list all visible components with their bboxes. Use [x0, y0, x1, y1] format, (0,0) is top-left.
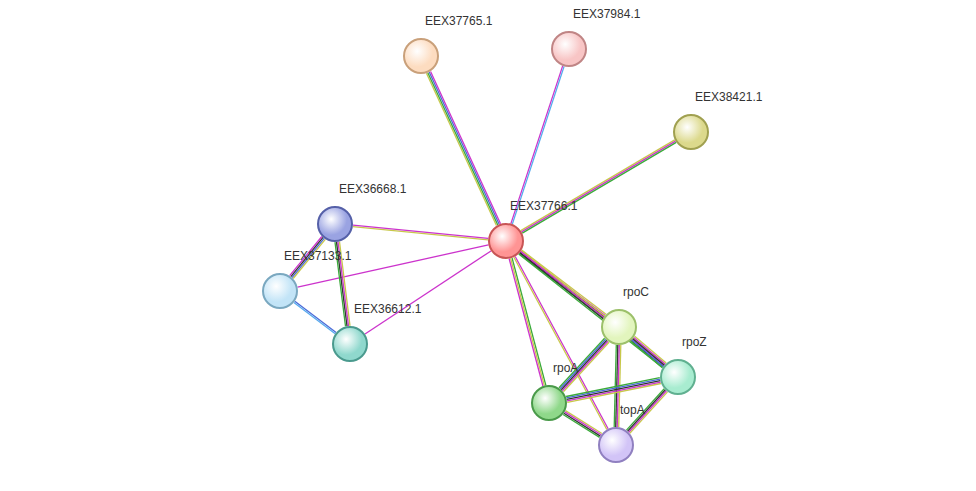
evidence-line: [563, 414, 599, 437]
evidence-line: [429, 72, 499, 224]
evidence-line: [566, 379, 660, 398]
evidence-line: [632, 340, 664, 367]
protein-label: EEX37133.1: [284, 249, 351, 263]
protein-label: EEX37765.1: [425, 14, 492, 28]
interaction-edge: [563, 411, 602, 438]
protein-node: EEX37766.1: [488, 223, 524, 259]
evidence-line: [519, 254, 663, 368]
protein-label: topA: [620, 403, 645, 417]
interaction-edge: [365, 251, 491, 334]
evidence-line: [521, 140, 675, 231]
evidence-line: [566, 378, 660, 397]
evidence-line: [431, 71, 501, 223]
evidence-line: [353, 225, 488, 238]
protein-label: EEX36668.1: [339, 182, 406, 196]
interaction-edge: [426, 71, 500, 225]
evidence-line: [634, 337, 666, 364]
interaction-edge: [631, 336, 666, 367]
evidence-line: [567, 382, 661, 401]
evidence-line: [564, 413, 600, 436]
evidence-line: [514, 257, 607, 429]
evidence-line: [365, 251, 491, 334]
evidence-line: [522, 141, 676, 232]
evidence-line: [565, 412, 601, 435]
evidence-line: [295, 301, 336, 332]
protein-node: EEX36668.1: [317, 206, 353, 242]
interaction-edge: [353, 225, 488, 240]
interaction-edge: [294, 301, 336, 333]
protein-node: EEX36612.1: [332, 326, 368, 362]
protein-label: rpoC: [623, 285, 649, 299]
protein-node: rpoC: [601, 309, 637, 345]
protein-label: rpoA: [553, 361, 578, 375]
evidence-line: [511, 258, 545, 385]
evidence-line: [631, 341, 663, 368]
interaction-edge: [509, 258, 546, 386]
protein-label: EEX38421.1: [695, 90, 762, 104]
evidence-line: [353, 227, 488, 240]
evidence-line: [565, 411, 601, 434]
protein-node: rpoA: [531, 385, 567, 421]
evidence-line: [294, 302, 335, 333]
interaction-edge: [521, 140, 677, 233]
protein-label: EEX37984.1: [573, 7, 640, 21]
evidence-line: [633, 339, 665, 366]
protein-node: EEX37133.1: [262, 273, 298, 309]
protein-node: rpoZ: [660, 359, 696, 395]
protein-label: EEX36612.1: [354, 302, 421, 316]
evidence-line: [515, 256, 608, 428]
interaction-edge: [514, 256, 608, 429]
evidence-line: [512, 258, 546, 385]
protein-node: EEX38421.1: [673, 114, 709, 150]
protein-node: EEX37765.1: [403, 38, 439, 74]
evidence-line: [428, 73, 498, 225]
protein-label: rpoZ: [682, 335, 707, 349]
evidence-line: [426, 73, 496, 225]
evidence-line: [635, 336, 667, 363]
protein-label: EEX37766.1: [510, 199, 577, 213]
interaction-edge: [519, 250, 666, 367]
evidence-line: [522, 142, 676, 233]
evidence-line: [520, 253, 664, 367]
protein-node: topA: [598, 427, 634, 463]
protein-node: EEX37984.1: [551, 31, 587, 67]
evidence-line: [567, 381, 661, 400]
interaction-edge: [566, 378, 661, 403]
